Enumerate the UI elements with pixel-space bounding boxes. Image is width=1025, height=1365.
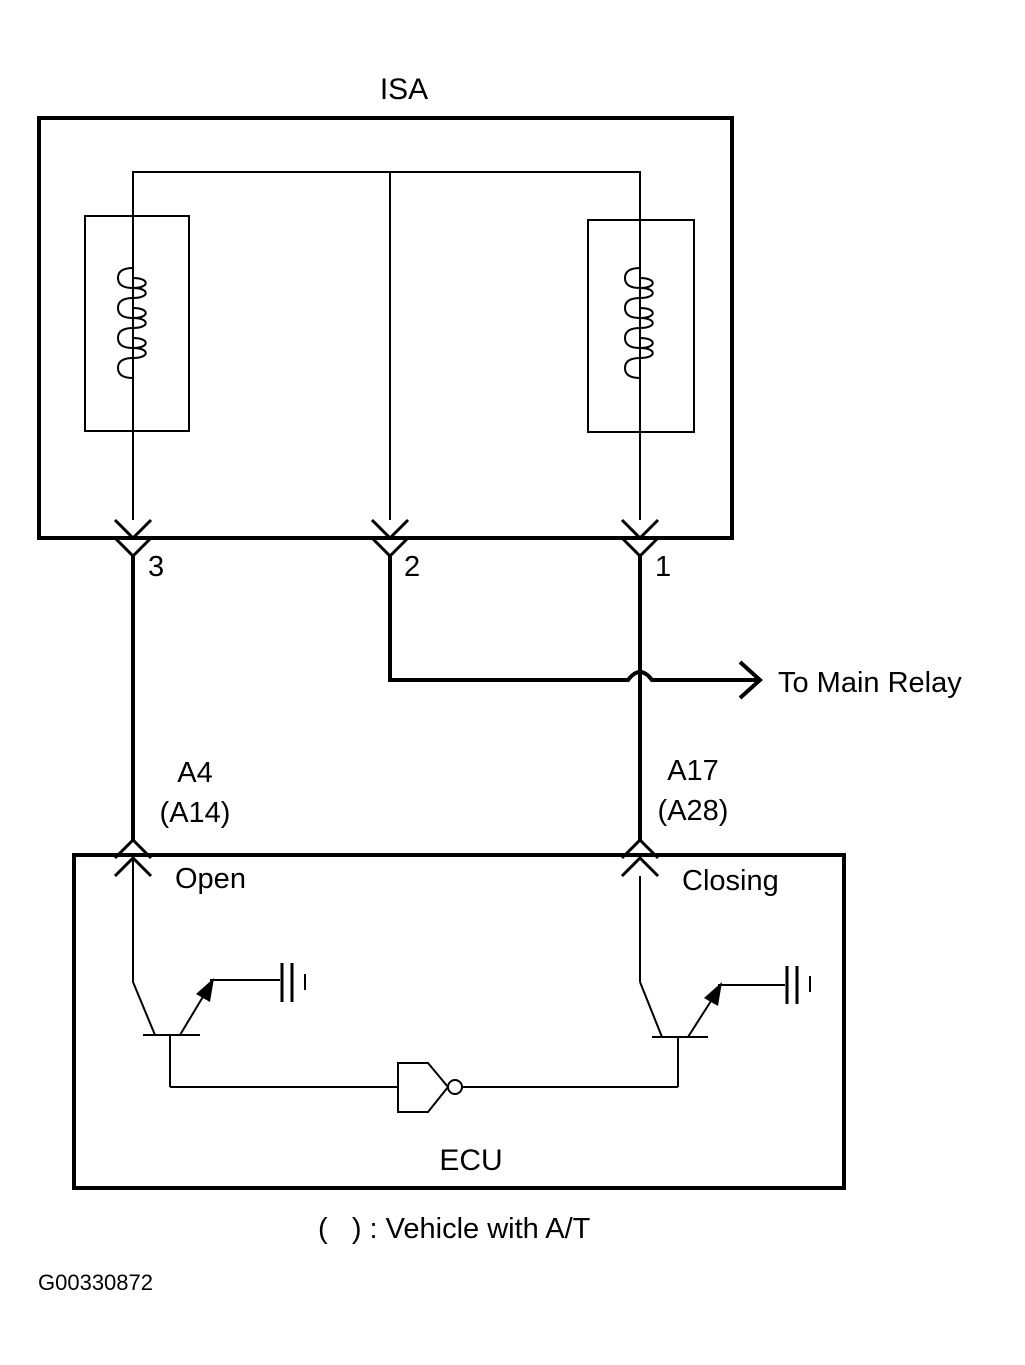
connector-right-label: A17	[667, 755, 719, 787]
inverter-icon	[170, 1062, 678, 1113]
right-coil-icon	[587, 219, 695, 433]
left-transistor-icon	[132, 858, 280, 1087]
left-ground-icon	[280, 963, 306, 1002]
open-label: Open	[175, 863, 246, 895]
ecu-label: ECU	[439, 1144, 502, 1177]
isa-box	[37, 116, 734, 540]
figure-id: G00330872	[38, 1270, 153, 1295]
terminal-1-label: 1	[655, 551, 671, 583]
connector-left-at-label: (A14)	[160, 797, 231, 829]
connector-right-at-label: (A28)	[658, 795, 729, 827]
wire-terminal-2	[388, 556, 760, 682]
left-coil-icon	[84, 215, 190, 432]
connector-left-label: A4	[177, 757, 212, 789]
terminal-2-label: 2	[404, 551, 420, 583]
right-ground-icon	[785, 966, 811, 1004]
closing-label: Closing	[682, 865, 779, 897]
ecu-box	[72, 853, 846, 1190]
right-transistor-icon	[639, 876, 785, 1087]
isa-label: ISA	[380, 73, 428, 106]
ecu-connector-right-icon	[620, 837, 660, 878]
isa-internal-wiring	[132, 171, 641, 520]
at-note: ( ) : Vehicle with A/T	[318, 1213, 591, 1245]
main-relay-label: To Main Relay	[778, 667, 962, 699]
terminal-3-label: 3	[148, 551, 164, 583]
relay-arrow-icon	[738, 660, 763, 700]
